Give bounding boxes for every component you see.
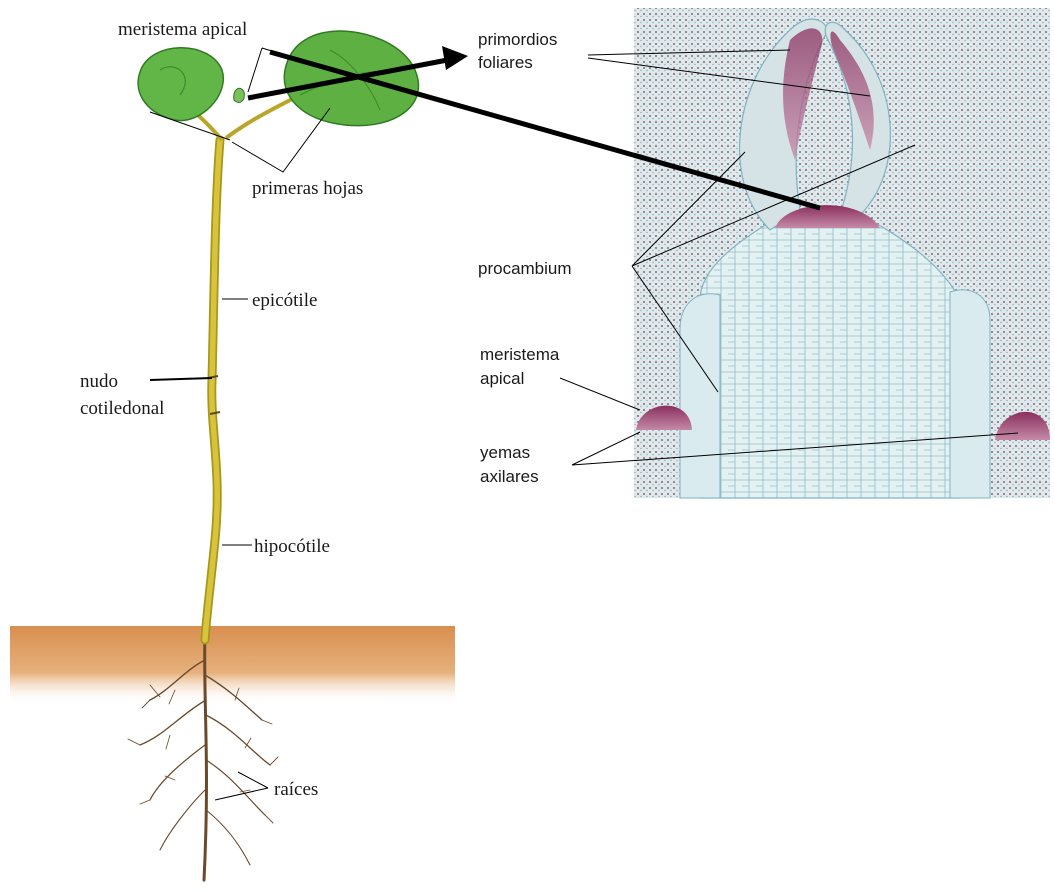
first-leaves xyxy=(138,31,418,126)
label-node-line2: cotiledonal xyxy=(80,398,164,419)
label-apical-meristem-section-line2: apical xyxy=(480,369,524,388)
label-node-line1: nudo xyxy=(80,371,118,392)
label-epicotyl: epicótile xyxy=(252,290,317,311)
shoot-apex-micrograph xyxy=(634,8,1050,498)
label-apical-meristem-section-line1: meristema xyxy=(480,345,560,364)
soil-layer xyxy=(10,626,455,704)
apical-bud xyxy=(234,88,245,102)
label-axillary-buds-line1: yemas xyxy=(480,443,530,462)
label-leaf-primordia-line1: primordios xyxy=(478,30,557,49)
label-apical-meristem: meristema apical xyxy=(118,19,247,40)
label-first-leaves: primeras hojas xyxy=(252,178,363,199)
link-arrowhead xyxy=(442,46,468,70)
label-axillary-buds-line2: axilares xyxy=(480,467,539,486)
label-leaf-primordia-line2: foliares xyxy=(478,53,533,72)
label-hypocotyl: hipocótile xyxy=(254,536,330,557)
leaf-left xyxy=(138,48,223,121)
label-roots: raíces xyxy=(274,779,318,800)
seedling-illustration xyxy=(10,31,455,880)
label-procambium: procambium xyxy=(478,259,572,278)
